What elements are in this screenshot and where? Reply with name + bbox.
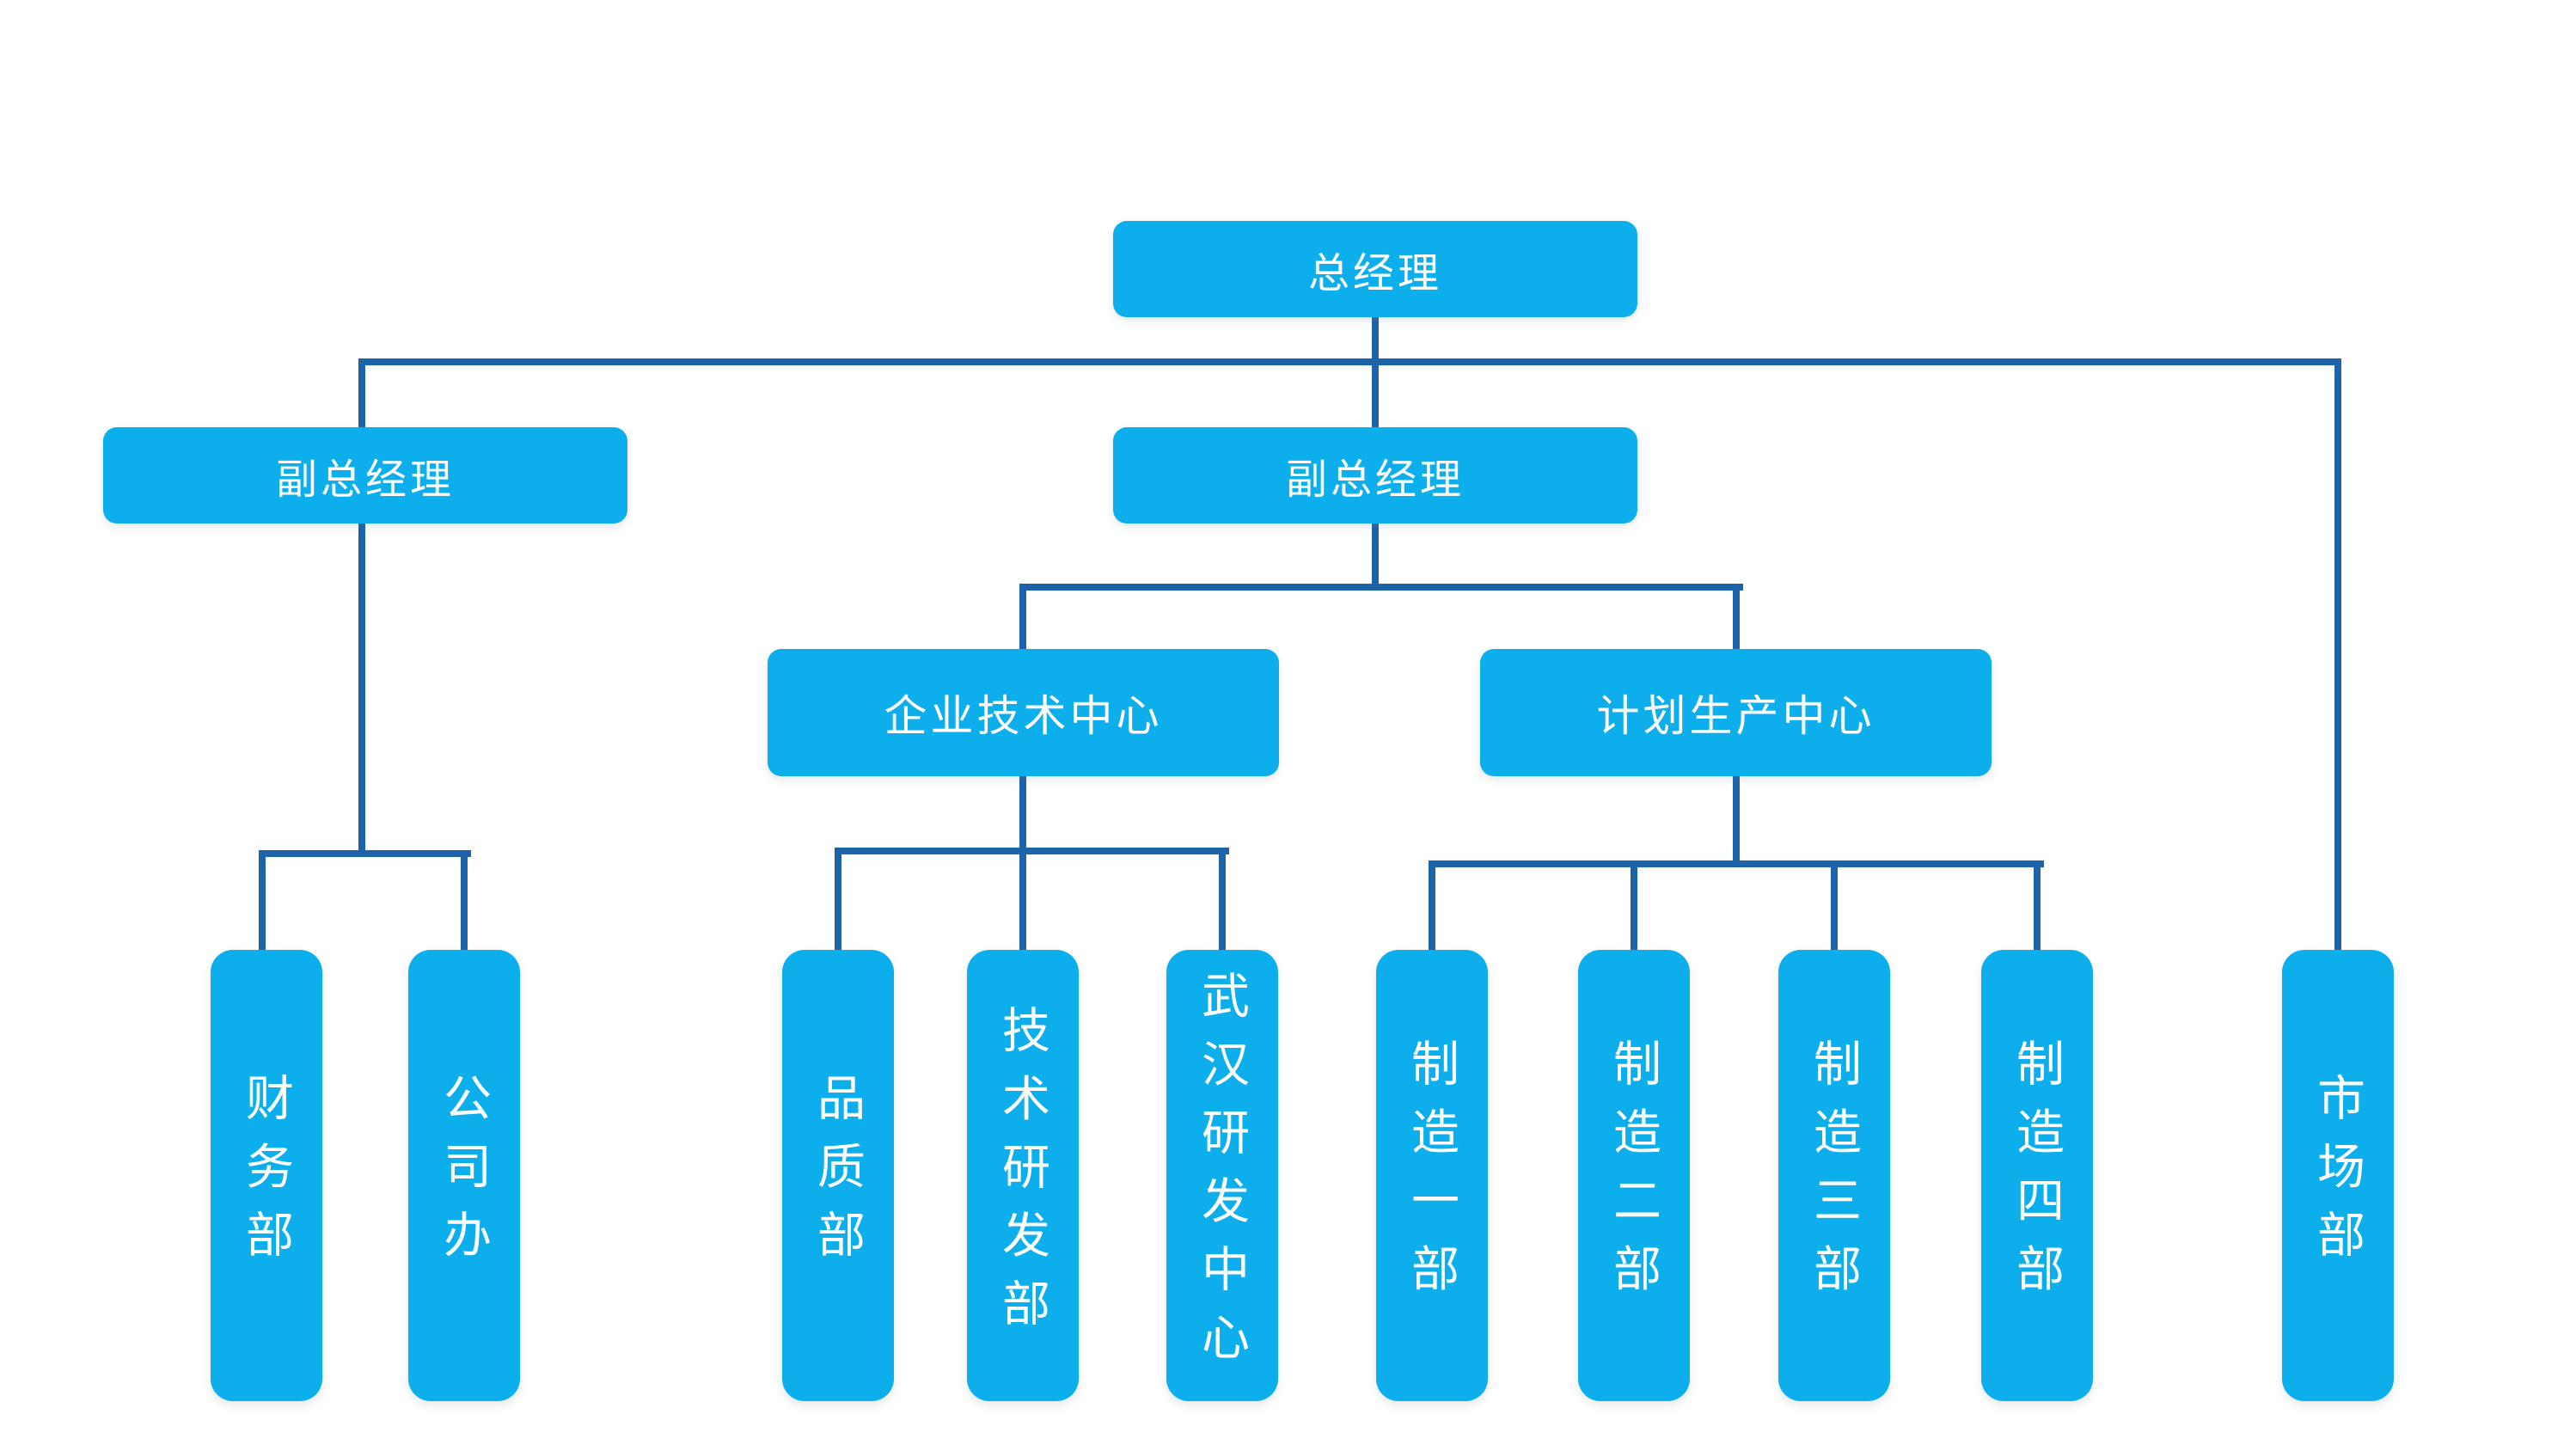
node-deputy-general-manager-middle: 副总经理 — [1113, 427, 1637, 523]
node-enterprise-tech-center: 企业技术中心 — [768, 649, 1279, 776]
connector-drop-wuhan-rd — [1219, 848, 1226, 953]
node-label: 武汉研发中心 — [1195, 970, 1250, 1381]
connector-production-center-stem — [1733, 773, 1740, 867]
connector-drop-production-center — [1733, 584, 1740, 652]
connector-drop-company-office — [461, 850, 468, 953]
node-label: 制造四部 — [2010, 1038, 2065, 1313]
node-mfg-dept-1: 制造一部 — [1376, 950, 1488, 1401]
node-company-office: 公司办 — [408, 950, 520, 1401]
node-mfg-dept-3: 制造三部 — [1778, 950, 1890, 1401]
node-finance-dept: 财务部 — [211, 950, 322, 1401]
node-mfg-dept-2: 制造二部 — [1578, 950, 1690, 1401]
node-marketing-dept: 市场部 — [2282, 950, 2394, 1401]
connector-drop-marketing — [2334, 358, 2341, 953]
connector-deputy-left-rail — [259, 850, 471, 857]
node-label: 制造三部 — [1807, 1038, 1862, 1313]
connector-drop-mfg3 — [1831, 860, 1838, 953]
node-label: 财务部 — [239, 1073, 294, 1278]
node-quality-dept: 品质部 — [782, 950, 894, 1401]
node-deputy-general-manager-left: 副总经理 — [103, 427, 627, 523]
connector-drop-tech-center — [1019, 584, 1026, 652]
node-label: 制造二部 — [1606, 1038, 1661, 1313]
node-label: 技术研发部 — [995, 1004, 1050, 1347]
connector-deputy-left-stem — [358, 520, 365, 857]
node-wuhan-rd-center: 武汉研发中心 — [1166, 950, 1278, 1401]
connector-drop-quality — [835, 848, 841, 953]
connector-drop-mfg2 — [1631, 860, 1637, 953]
node-label: 品质部 — [811, 1073, 866, 1278]
connector-tech-center-rail — [835, 848, 1229, 854]
connector-drop-mfg4 — [2034, 860, 2041, 953]
node-label: 公司办 — [437, 1073, 492, 1278]
connector-drop-mfg1 — [1429, 860, 1435, 953]
connector-drop-deputy-middle — [1372, 358, 1379, 431]
node-mfg-dept-4: 制造四部 — [1981, 950, 2093, 1401]
node-planning-production-center: 计划生产中心 — [1480, 649, 1992, 776]
connector-production-center-rail — [1429, 860, 2044, 867]
connector-gm-rail — [358, 358, 2341, 365]
node-label: 制造一部 — [1404, 1038, 1459, 1313]
connector-drop-deputy-left — [358, 358, 365, 431]
connector-tech-center-stem — [1019, 773, 1026, 854]
node-general-manager: 总经理 — [1113, 221, 1637, 317]
connector-gm-stem — [1372, 314, 1379, 365]
connector-drop-finance — [259, 850, 266, 953]
connector-deputy-middle-rail — [1019, 584, 1743, 591]
connector-deputy-middle-stem — [1372, 520, 1379, 591]
node-label: 市场部 — [2310, 1073, 2365, 1278]
connector-drop-tech-rd — [1019, 848, 1026, 953]
node-tech-rd-dept: 技术研发部 — [967, 950, 1079, 1401]
